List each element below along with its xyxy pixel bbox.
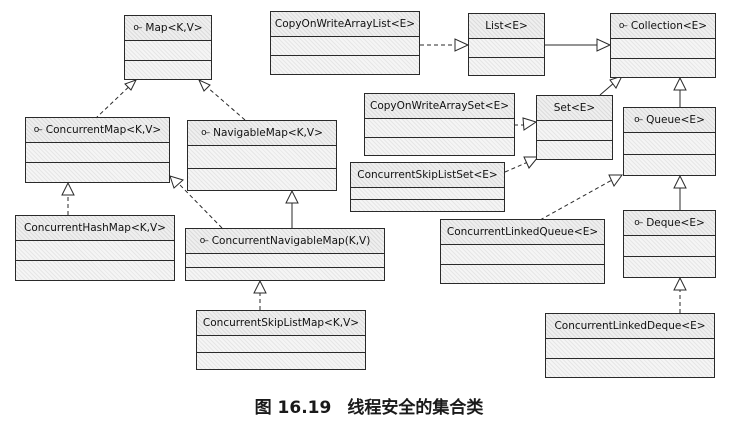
class-name: Map<K,V> (145, 22, 203, 34)
class-box-copy-on-write-array-set: CopyOnWriteArraySet<E> (364, 93, 515, 156)
arrow-head (169, 175, 184, 189)
arrow-head (197, 78, 211, 92)
class-name: Collection<E> (630, 20, 708, 32)
class-box-set: Set<E> (536, 95, 613, 160)
class-name: CopyOnWriteArrayList<E> (274, 18, 416, 30)
class-box-collection: o–Collection<E> (610, 13, 716, 78)
figure-number: 图 16.19 (254, 398, 332, 418)
class-box-deque: o–Deque<E> (623, 210, 716, 278)
class-box-concurrent-skip-list-map: ConcurrentSkipListMap<K,V> (196, 310, 366, 370)
arrow-head (124, 79, 138, 91)
edge-skiplistset-to-set (504, 161, 529, 173)
class-box-concurrent-navigable-map: o–ConcurrentNavigableMap(K,V) (185, 228, 385, 281)
class-box-concurrent-hash-map: ConcurrentHashMap<K,V> (15, 215, 175, 281)
class-box-queue: o–Queue<E> (623, 107, 716, 176)
arrow-head (609, 75, 623, 89)
figure-title: 线程安全的集合类 (347, 398, 484, 418)
class-name: Deque<E> (646, 217, 705, 229)
arrow-head (596, 38, 612, 52)
arrow-head (253, 279, 267, 294)
class-box-copy-on-write-array-list: CopyOnWriteArrayList<E> (270, 11, 420, 75)
class-name: ConcurrentMap<K,V> (45, 124, 162, 136)
interface-icon: o– (634, 218, 643, 228)
class-box-map: o–Map<K,V> (124, 15, 212, 80)
arrow-head (523, 156, 540, 169)
class-name: ConcurrentLinkedQueue<E> (446, 226, 599, 238)
class-name: ConcurrentLinkedDeque<E> (554, 320, 706, 332)
arrow-head (285, 189, 299, 204)
class-box-list: List<E> (468, 13, 545, 76)
class-name: ConcurrentNavigableMap(K,V) (211, 235, 371, 247)
arrow-head (61, 181, 75, 196)
arrow-head (673, 276, 687, 291)
class-name: Queue<E> (646, 114, 705, 126)
interface-icon: o– (634, 115, 643, 125)
interface-icon: o– (618, 21, 628, 31)
class-box-concurrent-skip-list-set: ConcurrentSkipListSet<E> (350, 162, 505, 212)
edge-concurrentmap-to-map (94, 79, 137, 120)
class-name: ConcurrentHashMap<K,V> (24, 222, 166, 234)
edge-navmap-to-concurrentmap (179, 184, 223, 229)
arrow-head (522, 117, 538, 131)
arrow-head (454, 38, 470, 52)
class-name: Set<E> (553, 102, 596, 114)
class-name: NavigableMap<K,V> (213, 127, 323, 139)
interface-icon: o– (201, 128, 210, 138)
class-name: ConcurrentSkipListMap<K,V> (202, 317, 360, 329)
interface-icon: o– (33, 125, 43, 135)
figure-caption: 图 16.19 线程安全的集合类 (0, 393, 738, 418)
arrow-head (673, 76, 687, 91)
arrow-head (608, 174, 623, 187)
arrow-head (673, 174, 687, 189)
relationship-lines (61, 38, 687, 313)
class-box-navigable-map: o–NavigableMap<K,V> (187, 120, 337, 191)
edge-linkedqueue-to-queue (539, 179, 613, 221)
class-box-concurrent-linked-deque: ConcurrentLinkedDeque<E> (545, 313, 715, 378)
interface-icon: o– (199, 236, 209, 246)
interface-icon: o– (133, 23, 142, 33)
class-box-concurrent-map: o–ConcurrentMap<K,V> (25, 117, 170, 183)
class-name: CopyOnWriteArraySet<E> (369, 100, 510, 112)
class-name: ConcurrentSkipListSet<E> (357, 169, 498, 181)
class-name: List<E> (485, 20, 528, 32)
class-box-concurrent-linked-queue: ConcurrentLinkedQueue<E> (440, 219, 605, 284)
